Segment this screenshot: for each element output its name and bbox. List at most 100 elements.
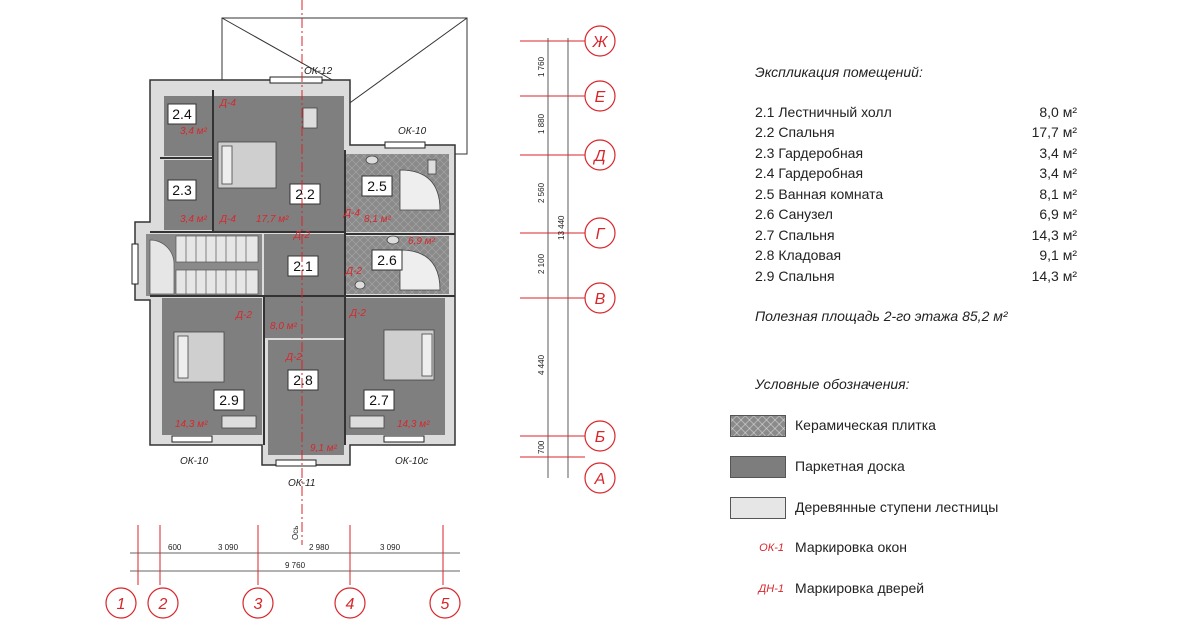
legend-door-label: Маркировка дверей	[795, 580, 925, 596]
door-mark: Д-2	[235, 310, 252, 321]
door-mark: Д-2	[285, 352, 302, 363]
room-2-4-area: 3,4 м²	[180, 126, 208, 137]
explication-room-area: 8,1 м²	[1039, 186, 1077, 202]
explication-row: 2.2 Спальня 17,7 м²	[755, 124, 1077, 142]
axis-g: Г	[596, 226, 606, 243]
window-mark: ОК-10с	[395, 456, 428, 467]
dim-6: 700	[537, 440, 546, 454]
dim-h4: 3 090	[380, 543, 401, 552]
number-axes-labels: 1 2 3 4 5	[117, 596, 450, 613]
dim-h2: 3 090	[218, 543, 239, 552]
room-2-9-area: 14,3 м²	[175, 419, 208, 430]
dim-h-total: 9 760	[285, 561, 306, 570]
room-2-3-area: 3,4 м²	[180, 214, 208, 225]
ceramic-tile-swatch	[730, 415, 786, 437]
explication-title: Экспликация помещений:	[755, 64, 923, 80]
floor-plan: 2.4 2.3 2.2 2.5 2.1 2.6 2.8 2.9 2.7 3,4 …	[105, 0, 616, 619]
vertical-dimension-chain	[547, 38, 569, 478]
explication-room-name: 2.1 Лестничный холл	[755, 104, 892, 120]
legend-tile-label: Керамическая плитка	[795, 417, 936, 433]
explication-row: 2.5 Ванная комната 8,1 м²	[755, 186, 1077, 204]
dim-5: 4 440	[537, 354, 546, 375]
explication-room-area: 14,3 м²	[1031, 268, 1077, 284]
vertical-dimension-ticks	[520, 40, 585, 458]
horizontal-dimension-ticks	[137, 525, 444, 585]
axis-v: В	[595, 291, 606, 308]
explication-row: 2.8 Кладовая 9,1 м²	[755, 247, 1077, 265]
legend-window-label: Маркировка окон	[795, 539, 908, 555]
axis-zh: Ж	[592, 34, 609, 51]
dim-2: 1 880	[537, 113, 546, 134]
legend-parquet-label: Паркетная доска	[795, 458, 905, 474]
room-2-9-label: 2.9	[219, 392, 239, 408]
legend-stairs-label: Деревянные ступени лестницы	[795, 499, 999, 515]
explication-row: 2.7 Спальня 14,3 м²	[755, 227, 1077, 245]
vertical-dims-text: 1 760 1 880 2 560 2 100 4 440 700 13 440	[537, 56, 566, 454]
axis-1: 1	[117, 596, 126, 613]
explication-room-name: 2.7 Спальня	[755, 227, 835, 243]
legend-title: Условные обозначения:	[755, 376, 910, 392]
dim-4: 2 100	[537, 253, 546, 274]
axis-e: Е	[595, 89, 606, 106]
number-axes	[105, 587, 461, 619]
dim-total: 13 440	[557, 215, 566, 240]
furniture	[173, 107, 441, 429]
explication-row: 2.4 Гардеробная 3,4 м²	[755, 165, 1077, 183]
stairs-swatch	[730, 497, 786, 519]
room-areas: 3,4 м² 3,4 м² 17,7 м² 8,1 м² 6,9 м² 8,0 …	[175, 126, 436, 454]
letter-axes	[584, 25, 616, 494]
door-mark: Д-4	[219, 98, 236, 109]
room-2-6-label: 2.6	[377, 252, 397, 268]
door-mark: Д-2	[345, 266, 362, 277]
room-2-2-area: 17,7 м²	[256, 214, 289, 225]
dim-1: 1 760	[537, 56, 546, 77]
room-2-8-label: 2.8	[293, 372, 313, 388]
explication-room-name: 2.8 Кладовая	[755, 247, 842, 263]
explication-room-name: 2.2 Спальня	[755, 124, 835, 140]
axis-4: 4	[346, 596, 355, 613]
room-2-1-label: 2.1	[293, 258, 313, 274]
door-mark: Д-4	[343, 208, 360, 219]
explication-room-area: 14,3 м²	[1031, 227, 1077, 243]
axis-5: 5	[441, 596, 450, 613]
room-2-4-label: 2.4	[172, 106, 192, 122]
windows	[131, 76, 426, 467]
center-axis-label: Ось	[291, 526, 300, 540]
room-2-8-area: 9,1 м²	[310, 443, 338, 454]
explication-room-area: 17,7 м²	[1031, 124, 1077, 140]
explication-row: 2.6 Санузел 6,9 м²	[755, 206, 1077, 224]
room-2-2-label: 2.2	[295, 186, 315, 202]
room-2-3-label: 2.3	[172, 182, 192, 198]
dim-h3: 2 980	[309, 543, 330, 552]
explication-room-area: 9,1 м²	[1039, 247, 1077, 263]
room-2-7-label: 2.7	[369, 392, 389, 408]
total-area: Полезная площадь 2-го этажа 85,2 м²	[755, 308, 1008, 324]
door-mark: Д-2	[349, 308, 366, 319]
explication-room-name: 2.9 Спальня	[755, 268, 835, 284]
explication-room-area: 3,4 м²	[1039, 165, 1077, 181]
parquet-swatch	[730, 456, 786, 478]
axis-b: Б	[595, 429, 605, 446]
explication-row: 2.3 Гардеробная 3,4 м²	[755, 145, 1077, 163]
explication-room-name: 2.5 Ванная комната	[755, 186, 884, 202]
explication-room-area: 8,0 м²	[1039, 104, 1077, 120]
dim-3: 2 560	[537, 182, 546, 203]
legend-door-code: ДН-1	[758, 583, 784, 595]
door-mark: Д-4	[219, 214, 236, 225]
window-mark: ОК-11	[288, 478, 315, 489]
horizontal-dims-text: 600 3 090 2 980 3 090 9 760	[168, 543, 401, 570]
dim-h1: 600	[168, 543, 182, 552]
room-2-5-area: 8,1 м²	[364, 214, 392, 225]
axis-a: А	[594, 471, 606, 488]
axis-d: Д	[592, 148, 605, 165]
explication-room-name: 2.4 Гардеробная	[755, 165, 864, 181]
letter-axes-labels: Ж Е Д Г В Б А	[592, 34, 609, 488]
horizontal-dimension-chain	[130, 552, 460, 572]
explication-room-name: 2.6 Санузел	[755, 206, 833, 222]
window-mark: ОК-10	[180, 456, 209, 467]
room-2-5-label: 2.5	[367, 178, 387, 194]
axis-2: 2	[158, 596, 168, 613]
explication-room-area: 3,4 м²	[1039, 145, 1077, 161]
room-2-7-area: 14,3 м²	[397, 419, 430, 430]
window-marks: ОК-12 ОК-10 ОК-10 ОК-11 ОК-10с	[180, 66, 428, 489]
